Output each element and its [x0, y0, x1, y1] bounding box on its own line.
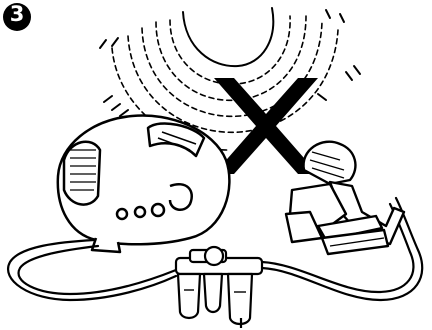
nail-gun-icon: [286, 142, 404, 254]
air-compressor-icon: [58, 115, 230, 252]
filter-regulator-icon: [176, 247, 262, 328]
